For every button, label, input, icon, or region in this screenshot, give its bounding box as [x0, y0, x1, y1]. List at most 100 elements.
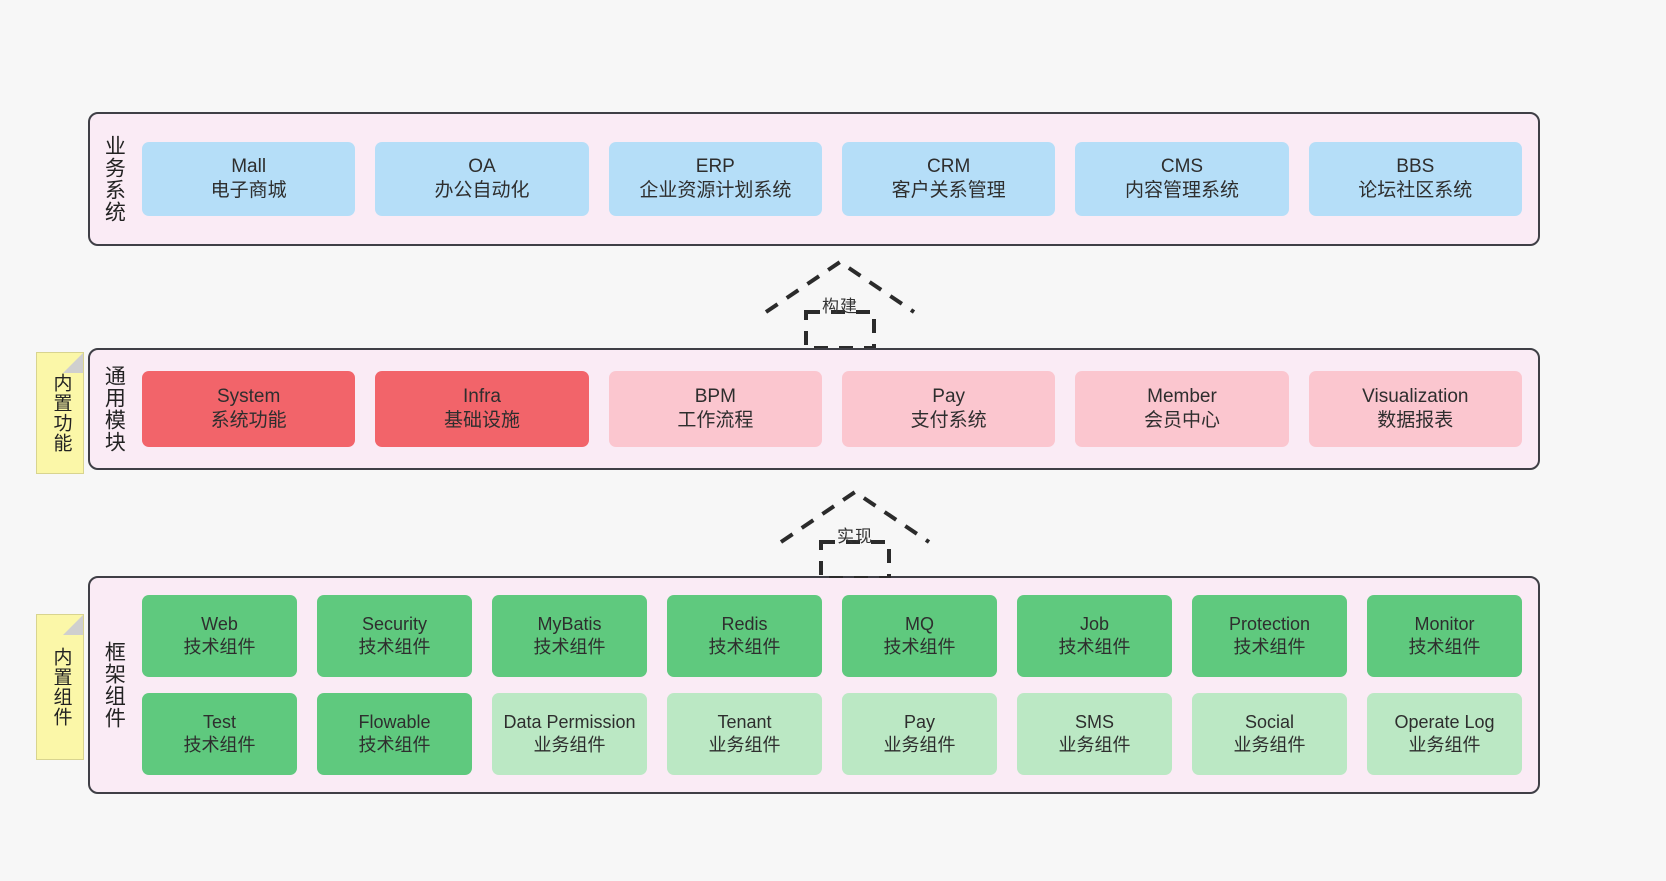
card-row: System 系统功能 Infra 基础设施 BPM 工作流程 Pay 支付系统…: [142, 371, 1522, 447]
card-crm[interactable]: CRM 客户关系管理: [841, 142, 1056, 216]
layer-business-system: 业务系统 Mall 电子商城 OA 办公自动化 ERP 企业资源计划系统 CRM…: [88, 112, 1540, 246]
card-web[interactable]: Web 技术组件: [142, 595, 297, 677]
card-subtitle: 技术组件: [533, 637, 606, 657]
card-title: Web: [201, 613, 238, 634]
card-title: SMS: [1074, 711, 1114, 732]
card-title: Social: [1244, 711, 1295, 732]
card-subtitle: 技术组件: [358, 735, 431, 755]
card-title: MyBatis: [537, 613, 602, 634]
connector-implement-label: 实现: [837, 527, 873, 546]
card-subtitle: 业务组件: [1408, 735, 1481, 755]
card-mall[interactable]: Mall 电子商城: [142, 142, 356, 216]
card-subtitle: 技术组件: [183, 637, 256, 657]
card-erp[interactable]: ERP 企业资源计划系统: [608, 142, 822, 216]
card-monitor[interactable]: Monitor 技术组件: [1367, 595, 1522, 677]
card-subtitle: 业务组件: [883, 735, 956, 755]
card-social[interactable]: Social 业务组件: [1192, 693, 1347, 775]
card-subtitle: 办公自动化: [434, 180, 530, 201]
card-infra[interactable]: Infra 基础设施: [375, 371, 589, 447]
card-title: Redis: [721, 613, 768, 634]
connector-implement-arrow: 实现: [775, 486, 935, 578]
card-subtitle: 技术组件: [1408, 637, 1481, 657]
card-subtitle: 基础设施: [443, 410, 520, 431]
card-subtitle: 论坛社区系统: [1358, 180, 1473, 201]
card-title: CRM: [927, 155, 971, 177]
card-visualization[interactable]: Visualization 数据报表: [1308, 371, 1522, 447]
card-title: Protection: [1228, 613, 1311, 634]
card-title: CMS: [1160, 155, 1204, 177]
layer-framework-cards: Web 技术组件 Security 技术组件 MyBatis 技术组件 Redi…: [136, 578, 1538, 792]
card-flowable[interactable]: Flowable 技术组件: [317, 693, 472, 775]
card-title: Monitor: [1414, 613, 1475, 634]
card-subtitle: 会员中心: [1143, 410, 1220, 431]
layer-common-cards: System 系统功能 Infra 基础设施 BPM 工作流程 Pay 支付系统…: [136, 350, 1538, 468]
card-title: OA: [468, 155, 496, 177]
card-title: Member: [1147, 385, 1217, 407]
card-cms[interactable]: CMS 内容管理系统: [1075, 142, 1289, 216]
card-title: BBS: [1396, 155, 1435, 177]
card-title: Data Permission: [503, 711, 636, 732]
card-pay-business[interactable]: Pay 业务组件: [842, 693, 997, 775]
card-subtitle: 工作流程: [677, 410, 754, 431]
card-title: BPM: [694, 385, 736, 407]
card-subtitle: 技术组件: [358, 637, 431, 657]
card-title: Security: [361, 613, 428, 634]
card-data-permission[interactable]: Data Permission 业务组件: [492, 693, 647, 775]
note-builtin-component: 内置组件: [36, 614, 84, 760]
layer-business-cards: Mall 电子商城 OA 办公自动化 ERP 企业资源计划系统 CRM 客户关系…: [136, 114, 1538, 244]
card-row: Mall 电子商城 OA 办公自动化 ERP 企业资源计划系统 CRM 客户关系…: [142, 142, 1522, 216]
card-mybatis[interactable]: MyBatis 技术组件: [492, 595, 647, 677]
card-pay[interactable]: Pay 支付系统: [841, 371, 1056, 447]
card-title: Test: [202, 711, 236, 732]
card-title: Tenant: [717, 711, 772, 732]
card-title: Pay: [903, 711, 936, 732]
card-subtitle: 客户关系管理: [891, 180, 1006, 201]
card-title: Pay: [932, 385, 966, 407]
card-sms[interactable]: SMS 业务组件: [1017, 693, 1172, 775]
card-subtitle: 企业资源计划系统: [639, 180, 792, 201]
layer-common-module: 通用模块 System 系统功能 Infra 基础设施 BPM 工作流程 Pay…: [88, 348, 1540, 470]
card-subtitle: 数据报表: [1377, 410, 1454, 431]
note-builtin-function: 内置功能: [36, 352, 84, 474]
card-subtitle: 业务组件: [533, 735, 606, 755]
card-subtitle: 技术组件: [883, 637, 956, 657]
card-operate-log[interactable]: Operate Log 业务组件: [1367, 693, 1522, 775]
card-title: ERP: [695, 155, 735, 177]
note-label: 内置组件: [50, 647, 72, 727]
card-subtitle: 技术组件: [708, 637, 781, 657]
connector-build-arrow: 构建: [760, 256, 920, 348]
card-subtitle: 支付系统: [910, 410, 987, 431]
layer-title-business: 业务系统: [102, 135, 126, 223]
card-system[interactable]: System 系统功能: [142, 371, 356, 447]
card-bbs[interactable]: BBS 论坛社区系统: [1308, 142, 1522, 216]
card-title: MQ: [905, 613, 934, 634]
card-member[interactable]: Member 会员中心: [1075, 371, 1289, 447]
card-subtitle: 电子商城: [210, 180, 287, 201]
connector-build-label: 构建: [822, 297, 858, 316]
card-title: Infra: [462, 385, 501, 407]
card-title: Job: [1079, 613, 1110, 634]
card-job[interactable]: Job 技术组件: [1017, 595, 1172, 677]
card-bpm[interactable]: BPM 工作流程: [608, 371, 822, 447]
card-subtitle: 业务组件: [1058, 735, 1131, 755]
card-subtitle: 系统功能: [210, 410, 287, 431]
card-title: Visualization: [1362, 385, 1469, 407]
card-row: Web 技术组件 Security 技术组件 MyBatis 技术组件 Redi…: [142, 595, 1522, 677]
card-oa[interactable]: OA 办公自动化: [375, 142, 589, 216]
card-protection[interactable]: Protection 技术组件: [1192, 595, 1347, 677]
card-test[interactable]: Test 技术组件: [142, 693, 297, 775]
card-redis[interactable]: Redis 技术组件: [667, 595, 822, 677]
layer-title-framework: 框架组件: [102, 641, 126, 729]
card-subtitle: 业务组件: [1233, 735, 1306, 755]
card-tenant[interactable]: Tenant 业务组件: [667, 693, 822, 775]
card-mq[interactable]: MQ 技术组件: [842, 595, 997, 677]
card-subtitle: 业务组件: [708, 735, 781, 755]
card-title: Mall: [231, 155, 267, 177]
card-subtitle: 技术组件: [183, 735, 256, 755]
card-security[interactable]: Security 技术组件: [317, 595, 472, 677]
layer-title-common: 通用模块: [102, 365, 126, 453]
card-subtitle: 技术组件: [1058, 637, 1131, 657]
card-subtitle: 技术组件: [1233, 637, 1306, 657]
card-row: Test 技术组件 Flowable 技术组件 Data Permission …: [142, 693, 1522, 775]
